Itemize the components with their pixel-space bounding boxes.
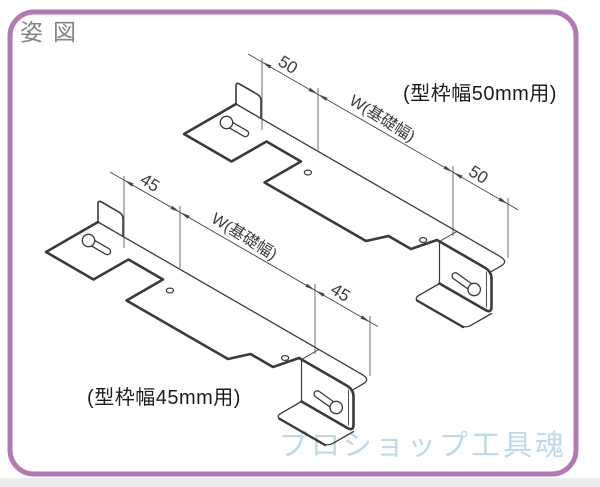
dim-w-foundation-width: W(基礎幅) xyxy=(208,209,280,263)
dim-45-right: 45 xyxy=(327,280,353,306)
bracket-45-label: (型枠幅45mm用) xyxy=(87,386,241,409)
dim-50-left: 50 xyxy=(275,52,301,78)
dim-45-left: 45 xyxy=(137,170,163,196)
shop-watermark: プロショップ工具魂 xyxy=(279,429,567,462)
dimension-arrowheads xyxy=(262,62,508,204)
dimension-line xyxy=(109,171,379,327)
dimension-line xyxy=(247,53,519,211)
footer-strip xyxy=(0,478,600,487)
page-border xyxy=(7,9,579,477)
dim-50-right: 50 xyxy=(465,162,491,188)
page-title: 姿図 xyxy=(20,19,86,45)
dimension-arrowheads xyxy=(124,180,370,322)
bracket-50-label: (型枠幅50mm用) xyxy=(403,82,557,105)
